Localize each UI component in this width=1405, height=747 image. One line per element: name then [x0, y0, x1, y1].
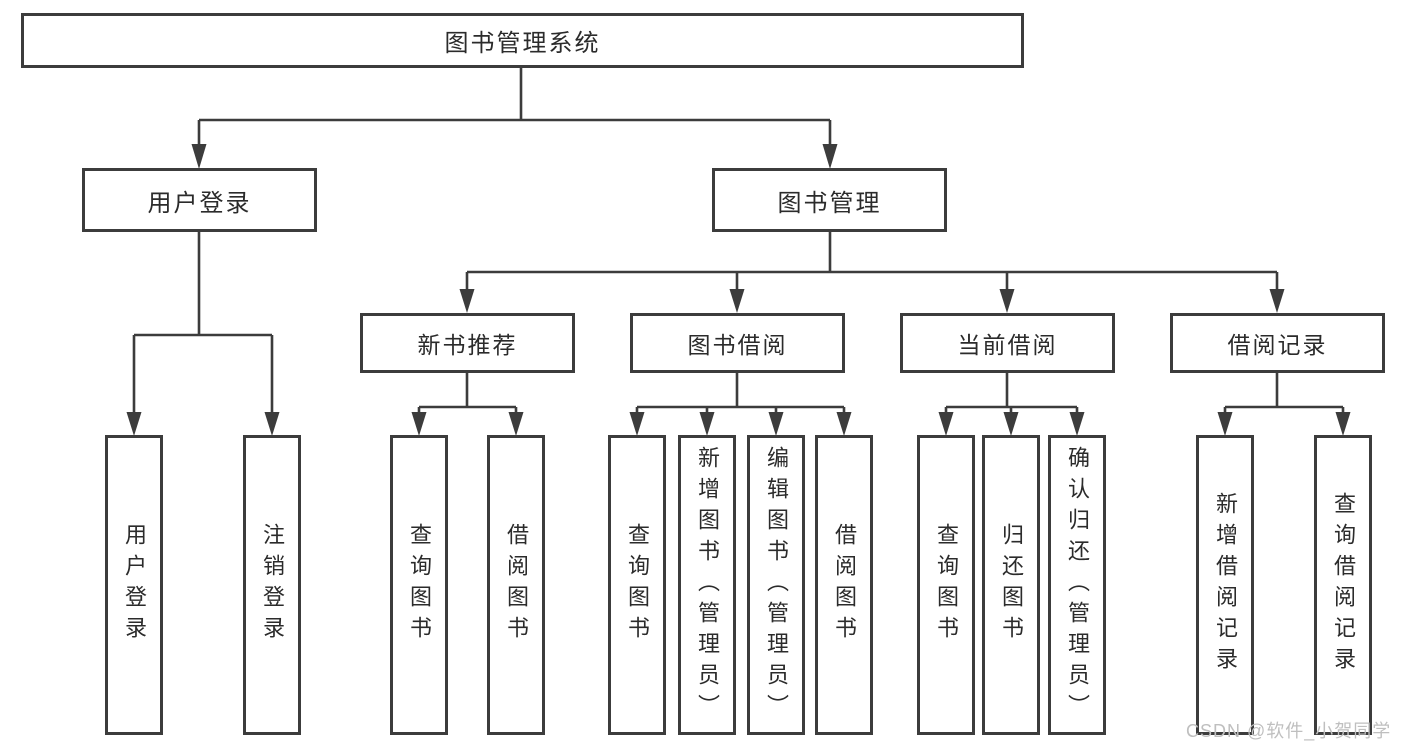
- node-current-borrowing: 当前借阅: [900, 313, 1115, 373]
- node-book-management: 图书管理: [712, 168, 947, 232]
- node-leaf-query-books-borrow: 查询图书: [608, 435, 666, 735]
- node-leaf-query-books-recommend: 查询图书: [390, 435, 448, 735]
- node-leaf-confirm-return-admin: 确认归还（管理员）: [1048, 435, 1106, 735]
- csdn-watermark: CSDN @软件_小贺同学: [1186, 721, 1392, 741]
- node-leaf-logout: 注销登录: [243, 435, 301, 735]
- node-leaf-borrow-books: 借阅图书: [815, 435, 873, 735]
- node-borrowing-records: 借阅记录: [1170, 313, 1385, 373]
- node-leaf-query-books-current: 查询图书: [917, 435, 975, 735]
- node-leaf-borrow-books-recommend: 借阅图书: [487, 435, 545, 735]
- node-root-library-management-system: 图书管理系统: [21, 13, 1024, 68]
- node-leaf-add-borrow-record: 新增借阅记录: [1196, 435, 1254, 735]
- node-leaf-edit-books-admin: 编辑图书（管理员）: [747, 435, 805, 735]
- node-leaf-add-books-admin: 新增图书（管理员）: [678, 435, 736, 735]
- node-book-borrowing: 图书借阅: [630, 313, 845, 373]
- node-leaf-return-books: 归还图书: [982, 435, 1040, 735]
- node-leaf-user-login: 用户登录: [105, 435, 163, 735]
- node-leaf-query-borrow-record: 查询借阅记录: [1314, 435, 1372, 735]
- node-user-login: 用户登录: [82, 168, 317, 232]
- node-new-book-recommend: 新书推荐: [360, 313, 575, 373]
